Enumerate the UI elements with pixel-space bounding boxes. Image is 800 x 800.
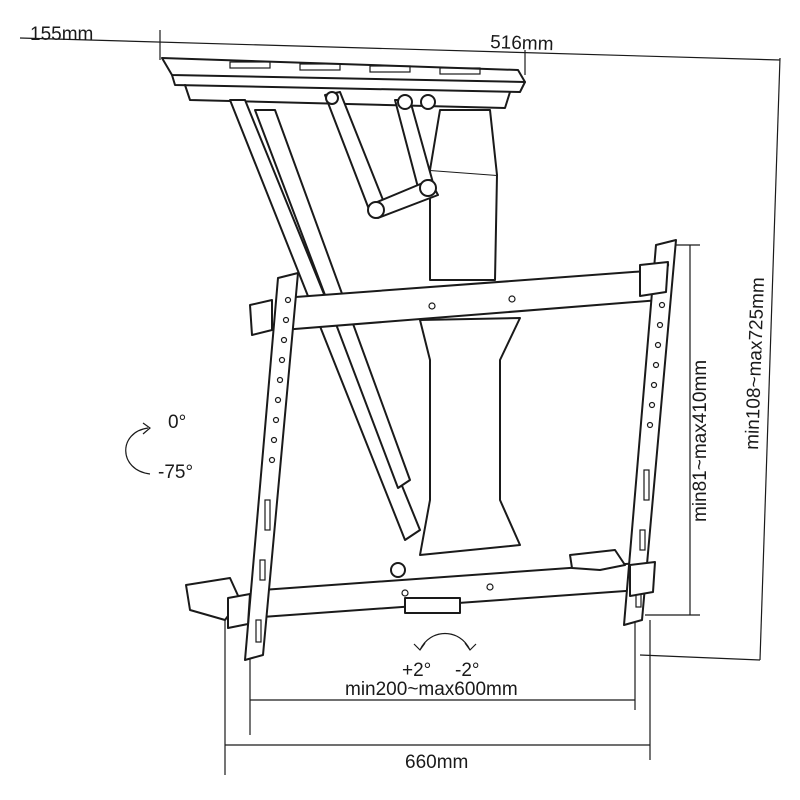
dimension-lines xyxy=(19,30,781,775)
swivel-plus-label: +2° xyxy=(402,660,431,681)
plate-width-label: 516mm xyxy=(490,32,554,55)
vertical-rails xyxy=(185,239,677,661)
tilt-start-label: 0° xyxy=(168,412,186,433)
ceiling-plate xyxy=(161,57,526,109)
plate-depth-label: 155mm xyxy=(30,24,93,45)
total-height-label: min108~max725mm xyxy=(742,277,769,450)
swivel-arrow-icon xyxy=(413,633,477,651)
tilt-arrow-icon xyxy=(125,422,151,475)
horizontal-vesa-label: min200~max600mm xyxy=(345,679,518,700)
rail-holes xyxy=(255,261,670,643)
swivel-minus-label: -2° xyxy=(455,660,480,681)
overall-width-label: 660mm xyxy=(405,752,468,773)
vertical-vesa-label: min81~max410mm xyxy=(690,360,711,522)
tilt-end-label: -75° xyxy=(158,462,193,483)
